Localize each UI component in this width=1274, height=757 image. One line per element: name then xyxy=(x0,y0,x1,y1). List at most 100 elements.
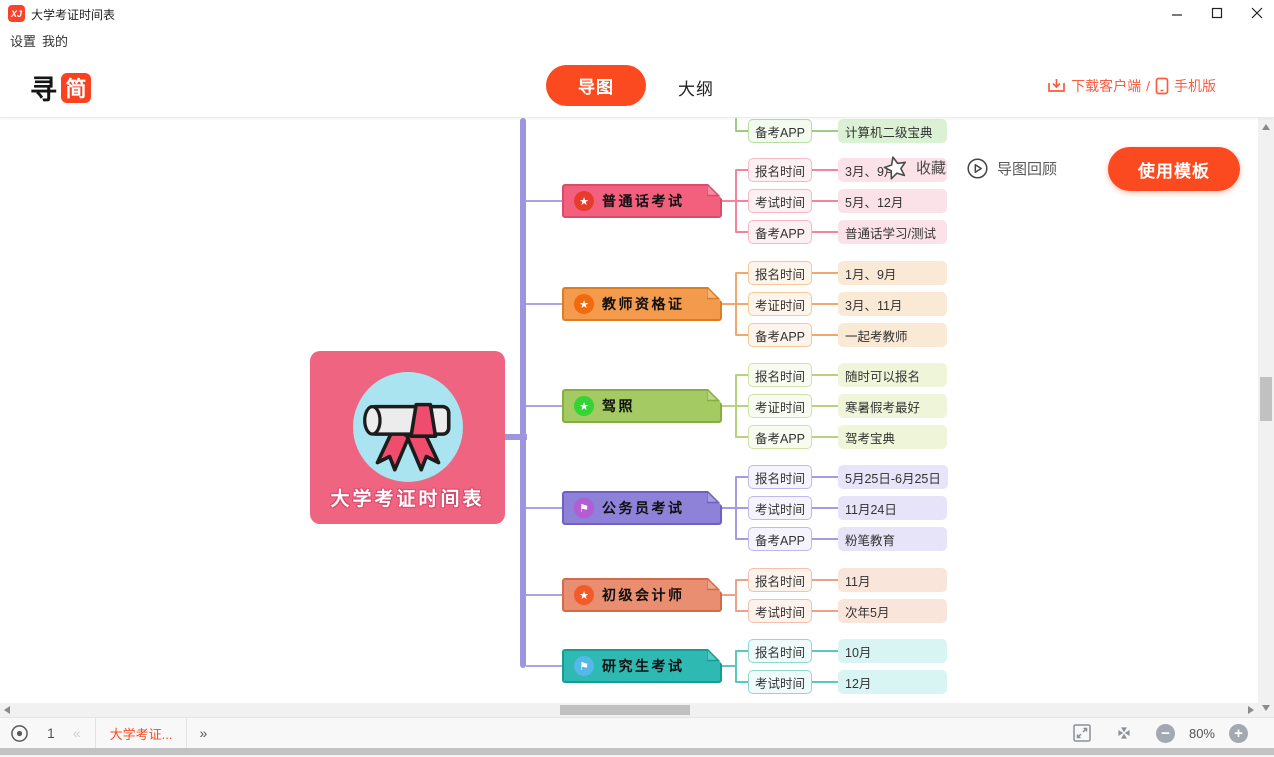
mindmap-canvas[interactable]: 大学考证时间表 备考APP 计算机二级宝典 ★ 普通话考试 报名时间 3月、9月 xyxy=(0,118,1258,703)
vertical-scroll-thumb[interactable] xyxy=(1260,377,1272,421)
row-value[interactable]: 次年5月 xyxy=(838,599,947,623)
branch-teacher-cert: ★ 教师资格证 报名时间 1月、9月 考证时间 3月、11月 备考APP 一起考… xyxy=(0,118,1258,703)
download-client-link[interactable]: 下载客户端 xyxy=(1071,78,1142,94)
row-value[interactable]: 1月、9月 xyxy=(838,261,947,285)
zoom-in-button[interactable]: + xyxy=(1229,723,1248,743)
favorite-button[interactable]: 收藏 xyxy=(882,154,946,181)
node-connector xyxy=(722,405,736,407)
eye-icon[interactable] xyxy=(10,724,29,743)
key-value-connector xyxy=(812,272,838,274)
row-value[interactable]: 5月、12月 xyxy=(838,189,947,213)
use-template-button[interactable]: 使用模板 xyxy=(1108,147,1240,191)
row-key[interactable]: 考证时间 xyxy=(748,292,812,316)
trunk-line xyxy=(520,118,526,668)
row-value[interactable]: 随时可以报名 xyxy=(838,363,947,387)
scroll-right-icon[interactable] xyxy=(1248,706,1254,714)
row-key[interactable]: 报名时间 xyxy=(748,639,812,663)
folded-corner-icon xyxy=(707,578,722,593)
tab-outline-view[interactable]: 大纲 xyxy=(678,80,714,99)
branch-label: 公务员考试 xyxy=(602,500,685,516)
row-value[interactable]: 5月25日-6月25日 xyxy=(838,465,948,489)
row-value[interactable]: 一起考教师 xyxy=(838,323,947,347)
window-titlebar: XJ 大学考证时间表 xyxy=(0,0,1274,26)
sheet-tab[interactable]: 大学考证... xyxy=(94,717,188,749)
fullscreen-icon[interactable] xyxy=(1072,723,1092,743)
row-key[interactable]: 考试时间 xyxy=(748,189,812,213)
star-outline-icon xyxy=(883,156,907,180)
vertical-scrollbar[interactable] xyxy=(1258,118,1274,717)
key-value-connector xyxy=(812,334,838,336)
row-key[interactable]: 备考APP xyxy=(748,425,812,449)
row-connector xyxy=(736,610,748,612)
branch-topic[interactable]: ⚑ 公务员考试 xyxy=(562,491,722,525)
scroll-down-icon[interactable] xyxy=(1262,705,1270,711)
minimize-button[interactable] xyxy=(1160,0,1194,26)
row-key[interactable]: 备考APP xyxy=(748,220,812,244)
node-connector xyxy=(722,665,736,667)
row-connector xyxy=(736,538,748,540)
row-value[interactable]: 普通话学习/测试 xyxy=(838,220,947,244)
horizontal-scroll-thumb[interactable] xyxy=(560,705,690,715)
key-value-connector xyxy=(812,476,838,478)
row-value[interactable]: 驾考宝典 xyxy=(838,425,947,449)
window-bottom-strip xyxy=(0,748,1274,755)
row-value[interactable]: 10月 xyxy=(838,639,947,663)
menu-mine[interactable]: 我的 xyxy=(42,34,69,49)
branch-topic[interactable]: ★ 普通话考试 xyxy=(562,184,722,218)
diploma-scroll-icon xyxy=(353,372,463,482)
prev-sheet-chevron[interactable]: « xyxy=(72,725,81,741)
fit-to-center-icon[interactable] xyxy=(1114,723,1134,743)
branch-topic[interactable]: ★ 驾照 xyxy=(562,389,722,423)
row-connector xyxy=(736,169,748,171)
scroll-left-icon[interactable] xyxy=(4,706,10,714)
row-key[interactable]: 考试时间 xyxy=(748,599,812,623)
row-key[interactable]: 备考APP xyxy=(748,323,812,347)
row-value[interactable]: 11月 xyxy=(838,568,947,592)
row-key[interactable]: 报名时间 xyxy=(748,261,812,285)
horizontal-scrollbar[interactable] xyxy=(0,703,1258,717)
rows-bracket xyxy=(735,650,737,683)
row-key[interactable]: 备考APP xyxy=(748,119,812,143)
row-value[interactable]: 寒暑假考最好 xyxy=(838,394,947,418)
sub-row: 报名时间 随时可以报名 xyxy=(736,363,947,387)
folded-corner-icon xyxy=(707,184,722,199)
row-value[interactable]: 12月 xyxy=(838,670,947,694)
key-value-connector xyxy=(812,436,838,438)
row-key[interactable]: 考证时间 xyxy=(748,394,812,418)
row-key[interactable]: 考试时间 xyxy=(748,670,812,694)
logo-badge: 简 xyxy=(61,72,91,103)
status-bar: 1 « 大学考证... » − 80% + xyxy=(0,717,1274,749)
sub-row: 备考APP 一起考教师 xyxy=(736,323,947,347)
central-topic-label: 大学考证时间表 xyxy=(330,489,485,510)
branch-topic[interactable]: ⚑ 研究生考试 xyxy=(562,649,722,683)
trunk-connector xyxy=(526,665,562,667)
central-topic[interactable]: 大学考证时间表 xyxy=(310,351,505,524)
folded-corner-icon xyxy=(707,287,722,302)
row-connector xyxy=(736,507,748,509)
row-value[interactable]: 11月24日 xyxy=(838,496,947,520)
close-button[interactable] xyxy=(1240,0,1274,26)
branch-topic[interactable]: ★ 初级会计师 xyxy=(562,578,722,612)
tab-map-view[interactable]: 导图 xyxy=(546,65,646,106)
row-key[interactable]: 报名时间 xyxy=(748,158,812,182)
row-connector xyxy=(736,436,748,438)
node-connector xyxy=(722,303,736,305)
menu-settings[interactable]: 设置 xyxy=(10,34,37,49)
node-connector xyxy=(722,200,736,202)
row-value[interactable]: 计算机二级宝典 xyxy=(838,119,947,143)
branch-topic[interactable]: ★ 教师资格证 xyxy=(562,287,722,321)
next-sheet-chevron[interactable]: » xyxy=(199,725,208,741)
sub-row: 考试时间 次年5月 xyxy=(736,599,947,623)
scroll-up-icon[interactable] xyxy=(1262,124,1270,130)
row-value[interactable]: 3月、11月 xyxy=(838,292,947,316)
row-value[interactable]: 粉笔教育 xyxy=(838,527,947,551)
row-key[interactable]: 备考APP xyxy=(748,527,812,551)
row-key[interactable]: 考试时间 xyxy=(748,496,812,520)
row-key[interactable]: 报名时间 xyxy=(748,363,812,387)
row-key[interactable]: 报名时间 xyxy=(748,465,812,489)
row-key[interactable]: 报名时间 xyxy=(748,568,812,592)
mobile-version-link[interactable]: 手机版 xyxy=(1174,78,1216,94)
maximize-button[interactable] xyxy=(1200,0,1234,26)
zoom-out-button[interactable]: − xyxy=(1155,723,1175,743)
map-review-button[interactable]: 导图回顾 xyxy=(967,158,1057,179)
